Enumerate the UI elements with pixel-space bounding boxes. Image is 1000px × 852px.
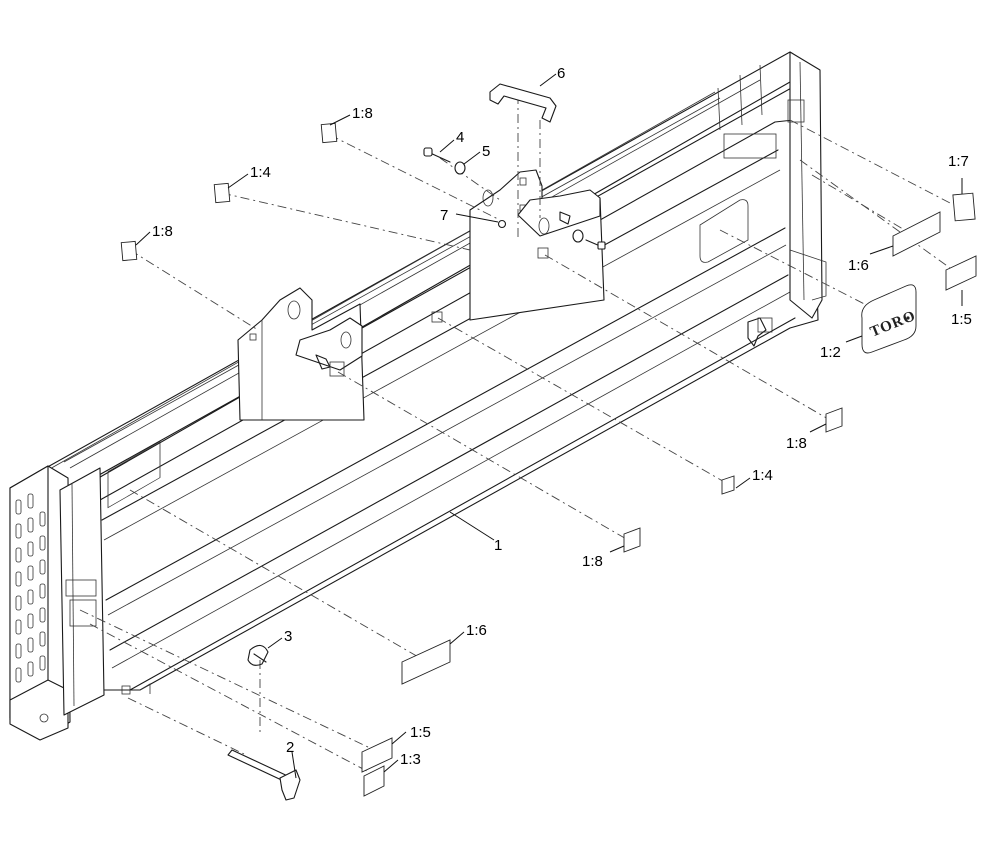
leader-lines (135, 73, 963, 779)
callout-decal-left-8: 1:8 (152, 223, 173, 240)
hitch-pin-part (227, 749, 301, 801)
bolt-part (423, 147, 451, 163)
callout-decal-top-8: 1:8 (352, 105, 373, 122)
callout-decal-mid-right-8: 1:8 (786, 435, 807, 452)
perforation-holes (15, 493, 46, 683)
decal-mid-4 (721, 475, 735, 495)
callout-decal-mid-4: 1:4 (752, 467, 773, 484)
callout-handle: 6 (557, 65, 565, 82)
callout-decal-right-5: 1:5 (951, 311, 972, 328)
callout-decal-lower-6: 1:6 (466, 622, 487, 639)
callout-labels: 1 2 3 4 5 6 7 1:2 1:3 1:4 1:4 1:5 1:5 1:… (152, 65, 972, 768)
decal-logo: TORO (861, 284, 918, 354)
decal-upper-left-4 (213, 182, 231, 204)
decal-right-5 (945, 255, 977, 291)
lynch-pin-part (247, 644, 269, 666)
decal-mid-8 (623, 527, 641, 553)
callout-lynch-pin: 3 (284, 628, 292, 645)
callout-decal-logo: 1:2 (820, 344, 841, 361)
callout-bolt: 4 (456, 129, 464, 146)
nut-part (497, 219, 507, 229)
decal-mid-right-8 (825, 407, 843, 433)
decal-right-7 (952, 192, 976, 222)
callout-decal-lower-3: 1:3 (400, 751, 421, 768)
callout-decal-right-7: 1:7 (948, 153, 969, 170)
callout-decal-lower-5: 1:5 (410, 724, 431, 741)
center-hardware (572, 229, 606, 250)
decal-left-8 (120, 240, 138, 262)
decal-top-8 (320, 122, 338, 144)
washer-part (454, 161, 466, 175)
callout-hitch-pin: 2 (286, 739, 294, 756)
decal-right-6 (892, 211, 941, 257)
decal-lower-5 (361, 737, 393, 773)
callout-frame: 1 (494, 537, 502, 554)
decal-lower-6 (401, 639, 451, 685)
callout-nut: 7 (440, 207, 448, 224)
callout-decal-right-6: 1:6 (848, 257, 869, 274)
decal-lower-3 (363, 765, 385, 797)
frame-part (9, 51, 827, 741)
callout-decal-mid-8: 1:8 (582, 553, 603, 570)
decals: TORO (120, 122, 977, 797)
callout-decal-upper-left-4: 1:4 (250, 164, 271, 181)
handle-part (489, 83, 557, 123)
projection-lines (79, 95, 953, 779)
callout-washer: 5 (482, 143, 490, 160)
